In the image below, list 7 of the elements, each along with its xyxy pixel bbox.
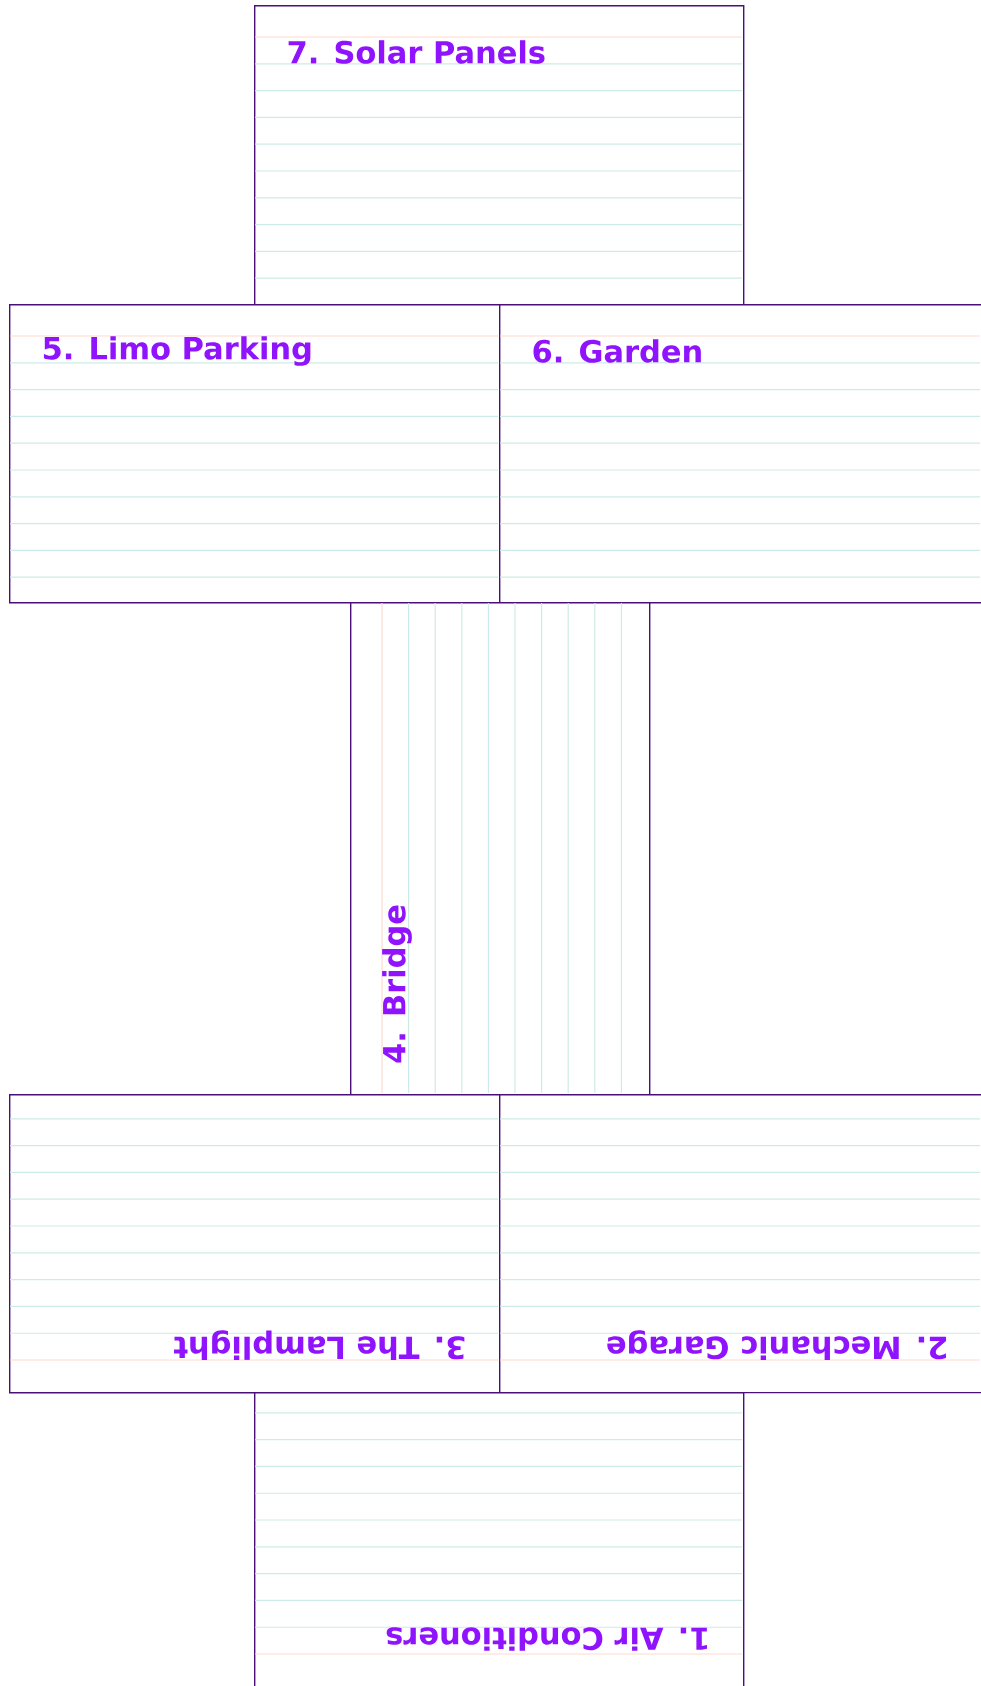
- area-box: 5. Limo Parking: [9, 304, 501, 604]
- area-box: 2. Mechanic Garage: [499, 1094, 981, 1394]
- area-box: 6. Garden: [499, 304, 981, 604]
- area-box: 4. Bridge: [350, 602, 651, 1096]
- area-box: 3. The Lamplight: [9, 1094, 501, 1394]
- area-box: 7. Solar Panels: [254, 5, 745, 306]
- area-box: 1. Air Conditioners: [254, 1392, 745, 1686]
